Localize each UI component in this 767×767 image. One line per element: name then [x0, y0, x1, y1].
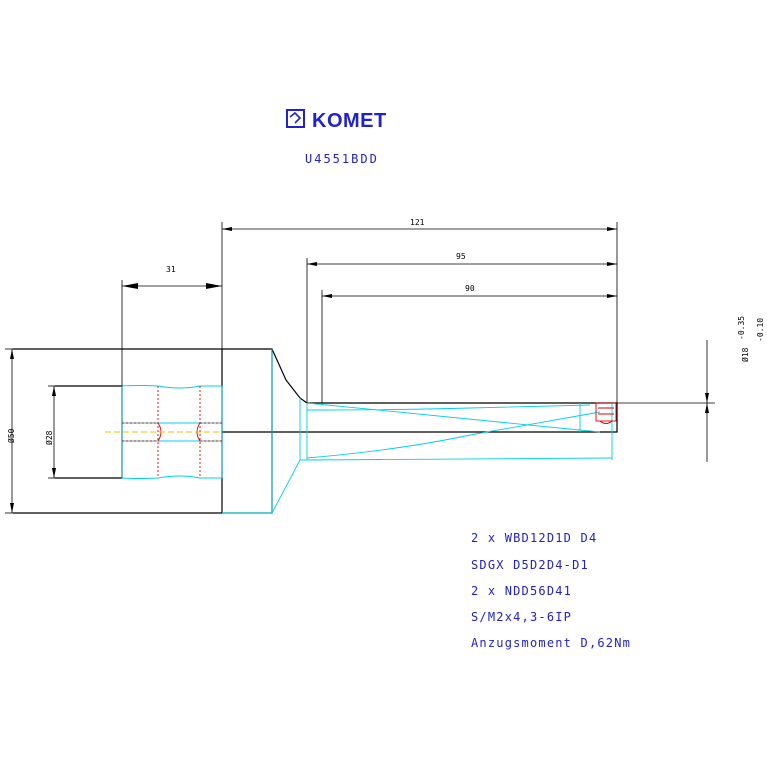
hidden-lines — [121, 349, 613, 514]
note-line: Anzugsmoment D,62Nm — [471, 636, 631, 650]
insert-details — [122, 386, 617, 478]
dim-tolerance-lower: -0.10 — [756, 318, 765, 342]
part-number: U4551BDD — [305, 152, 379, 166]
notes-block: 2 x WBD12D1D D4 SDGX D5D2D4-D1 2 x NDD56… — [471, 531, 631, 650]
dimension-lines — [5, 222, 715, 514]
note-line: 2 x WBD12D1D D4 — [471, 531, 597, 545]
dim-diameter-28: Ø28 — [44, 430, 54, 445]
dim-diameter-50: Ø50 — [6, 428, 16, 443]
brand-name: KOMET — [312, 110, 387, 132]
dim-tolerance-upper: -0.35 — [737, 316, 746, 340]
dim-90: 90 — [465, 284, 475, 293]
komet-logo-icon — [286, 109, 305, 128]
dim-diameter-18: Ø18 — [740, 347, 750, 362]
tool-outline — [13, 348, 618, 514]
dim-121: 121 — [410, 218, 425, 227]
dim-95: 95 — [456, 252, 466, 261]
dim-31: 31 — [166, 265, 176, 274]
note-line: SDGX D5D2D4-D1 — [471, 558, 589, 572]
komet-logo: KOMET — [286, 109, 387, 132]
note-line: 2 x NDD56D41 — [471, 584, 572, 598]
note-line: S/M2x4,3-6IP — [471, 610, 572, 624]
